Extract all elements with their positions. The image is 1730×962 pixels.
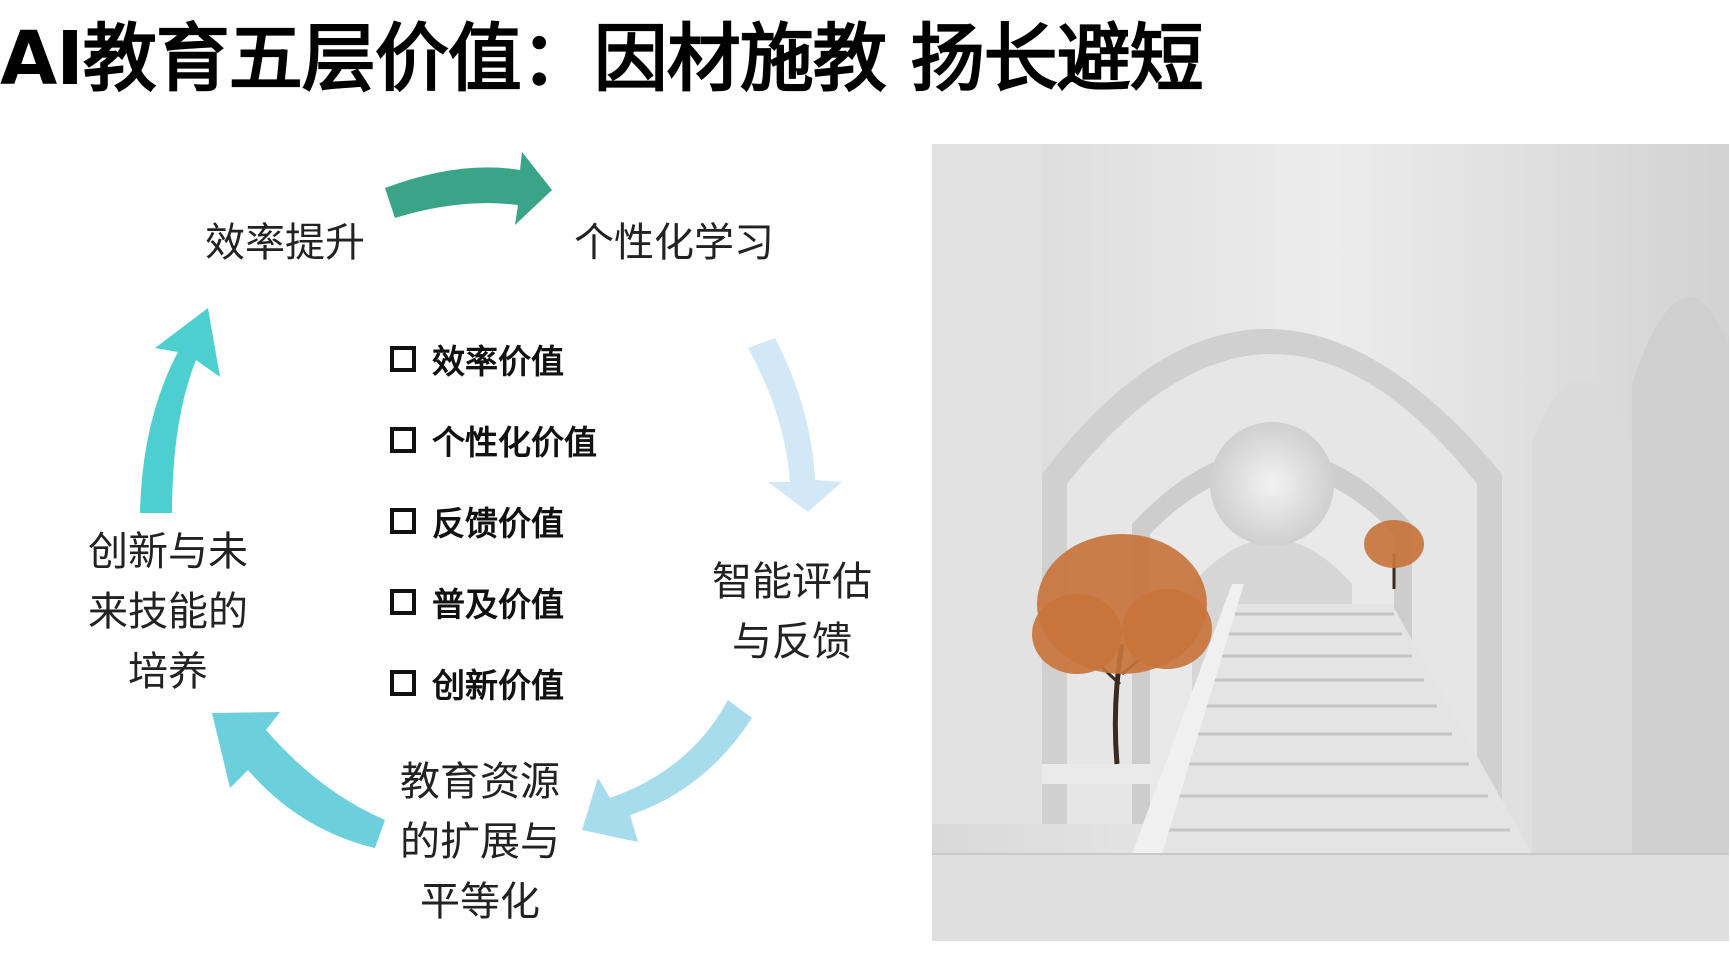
node-assessment-line-1: 智能评估 xyxy=(712,559,872,605)
arrow-right-lower xyxy=(582,700,752,842)
checkbox-icon xyxy=(390,426,416,453)
tree-large xyxy=(1032,534,1212,765)
arrow-top xyxy=(385,152,552,225)
list-item: 个性化价值 xyxy=(390,399,597,480)
node-assessment-line-2: 与反馈 xyxy=(732,619,852,665)
checkbox-icon xyxy=(390,345,416,372)
node-innovation-line-1: 创新与未 xyxy=(88,529,248,575)
value-list: 效率价值 个性化价值 反馈价值 普及价值 创新价值 xyxy=(390,318,597,723)
node-personalized: 个性化学习 xyxy=(574,213,774,273)
arrow-bottom-left xyxy=(212,712,385,848)
node-innovation: 创新与未 来技能的 培养 xyxy=(88,522,248,702)
moon-shape xyxy=(1210,422,1334,546)
list-item-label: 效率价值 xyxy=(432,341,564,381)
node-personalized-line-1: 个性化学习 xyxy=(574,220,774,266)
node-innovation-line-3: 培养 xyxy=(128,649,208,695)
node-resources-line-1: 教育资源 xyxy=(400,759,560,805)
node-resources-line-3: 平等化 xyxy=(420,879,540,925)
node-efficiency: 效率提升 xyxy=(205,213,365,273)
list-item-label: 个性化价值 xyxy=(432,422,597,462)
arrow-right-upper xyxy=(748,338,842,512)
checkbox-icon xyxy=(390,588,416,615)
tree-small xyxy=(1364,520,1424,589)
node-resources-line-2: 的扩展与 xyxy=(400,819,560,865)
list-item-label: 创新价值 xyxy=(432,665,564,705)
node-resources: 教育资源 的扩展与 平等化 xyxy=(400,752,560,932)
cycle-diagram xyxy=(140,152,842,848)
arrow-left xyxy=(140,308,220,513)
list-item: 创新价值 xyxy=(390,642,597,723)
list-item: 效率价值 xyxy=(390,318,597,399)
node-assessment: 智能评估 与反馈 xyxy=(712,552,872,672)
checkbox-icon xyxy=(390,507,416,534)
node-innovation-line-2: 来技能的 xyxy=(88,589,248,635)
checkbox-icon xyxy=(390,669,416,696)
list-item-label: 反馈价值 xyxy=(432,503,564,543)
staircase-arches-image xyxy=(932,144,1729,941)
list-item: 反馈价值 xyxy=(390,480,597,561)
list-item: 普及价值 xyxy=(390,561,597,642)
page-title: AI教育五层价值：因材施教 扬长避短 xyxy=(0,16,1204,102)
list-item-label: 普及价值 xyxy=(432,584,564,624)
node-efficiency-line-1: 效率提升 xyxy=(205,220,365,266)
